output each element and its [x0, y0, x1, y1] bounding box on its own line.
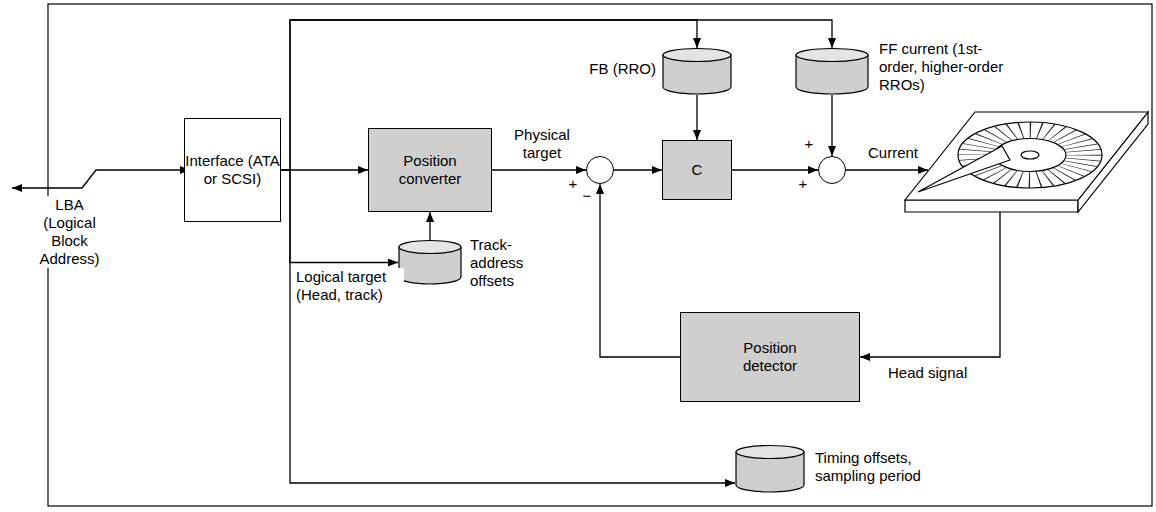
- timing-table-cylinder: Timing offsets, sampling period: [735, 445, 805, 493]
- host-address-label: LBA (Logical Block Address): [32, 196, 107, 268]
- node-label: +: [803, 135, 815, 153]
- cylinder-outline: [735, 445, 805, 493]
- drive-base-top: [905, 112, 1148, 200]
- node-label: FB (RRO): [580, 60, 656, 78]
- current-arrow: [846, 169, 928, 170]
- box-label: Interface (ATA or SCSI): [185, 152, 280, 188]
- track-offset-cylinder: Track-address offsets: [398, 240, 462, 285]
- connector-label: Logical target (Head, track): [296, 268, 404, 304]
- signal-connector: [831, 95, 832, 156]
- interface-box: Interface (ATA or SCSI): [184, 118, 281, 222]
- node-label: −: [581, 187, 593, 205]
- box-label: Position detector: [720, 339, 820, 375]
- drive-base-front: [905, 200, 1078, 212]
- spindle-hub: [1021, 151, 1039, 159]
- position-converter-box: Position converter: [368, 128, 492, 212]
- cylinder-top: [796, 49, 868, 62]
- node-label: Timing offsets, sampling period: [815, 449, 940, 485]
- connector-label: Physical target: [503, 126, 581, 162]
- node-label: +: [797, 175, 809, 193]
- summing-junction: ++: [818, 156, 846, 184]
- signal-label: Head signal: [888, 364, 988, 382]
- cylinder-outline: [795, 48, 869, 95]
- box-label: C: [692, 161, 703, 179]
- cylinder-top: [399, 241, 461, 254]
- signal-connector: [600, 184, 680, 357]
- head-signal-arrow: [860, 212, 1000, 357]
- disk-platter: [958, 122, 1102, 188]
- head-arm: [918, 146, 1010, 192]
- cylinder-outline: [398, 240, 462, 285]
- signal-connector: [614, 169, 662, 170]
- enclosure-frame: [48, 4, 1152, 506]
- signal-connector: [281, 169, 368, 170]
- cylinder-top: [663, 49, 731, 62]
- node-label: FF current (1st-order, higher-order RROs…: [879, 40, 1014, 94]
- summing-junction: +−: [586, 156, 614, 184]
- disk-drive-illustration: [905, 112, 1148, 212]
- ff-table-cylinder: FF current (1st-order, higher-order RROs…: [795, 48, 869, 95]
- cylinder-outline: [662, 48, 732, 95]
- signal-connector: [429, 212, 430, 240]
- signal-connector: [281, 170, 735, 483]
- signal-label: Current: [868, 144, 924, 162]
- signal-connector: [696, 95, 697, 140]
- signal-connector: [281, 20, 832, 170]
- controller-box: C: [662, 140, 732, 200]
- cylinder-top: [736, 446, 804, 459]
- signal-connector: [732, 169, 818, 170]
- box-label: Position converter: [380, 152, 480, 188]
- node-label: +: [567, 175, 579, 193]
- host-link-arrow: [12, 170, 190, 188]
- position-detector-box: Position detector: [680, 312, 860, 402]
- fb-table-cylinder: FB (RRO): [662, 48, 732, 95]
- signal-connector: [492, 169, 586, 170]
- node-label: Track-address offsets: [470, 236, 535, 290]
